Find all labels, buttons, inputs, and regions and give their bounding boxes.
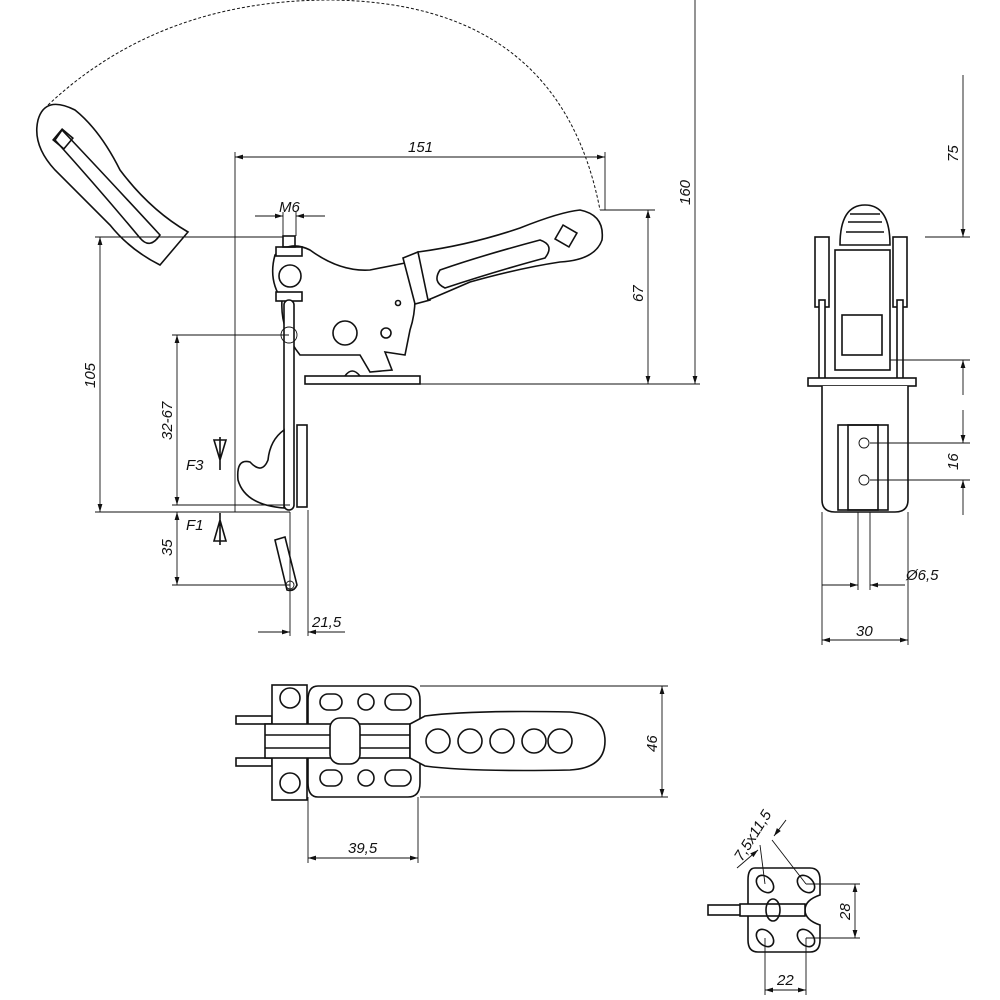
dim-21-5: 21,5 [311,614,342,631]
dim-hole-diameter: Ø6,5 [905,567,939,584]
force-arrow-down [212,437,228,470]
dim-160: 160 [677,179,694,205]
dim-46: 46 [644,735,661,752]
raised-handle [36,103,190,266]
spindle-open-position [274,535,298,592]
pivot-pin [278,264,302,288]
dim-m6: M6 [279,199,300,216]
spindle [283,299,295,511]
dim-39-5: 39,5 [348,840,378,857]
dimensions-top [307,685,668,863]
nut-top [275,246,303,257]
dimensions-detail [736,819,860,995]
base-plate [304,375,421,385]
dim-slot-size: 7,5x11,5 [731,807,776,864]
top-handle [409,710,606,772]
dimensions-front [821,75,970,645]
dim-105: 105 [82,362,99,388]
handle-swing-arc [47,0,601,211]
force-f3-label: F3 [186,457,204,474]
dim-30: 30 [856,623,873,640]
dim-22: 22 [776,972,794,989]
base-hole-detail: 7,5x11,5 28 22 [707,807,860,995]
dim-75: 75 [945,145,962,162]
handle [402,209,604,305]
front-view: 75 16 Ø6,5 30 [807,75,970,645]
hook [236,428,285,509]
front-base [807,377,917,387]
dim-32-67: 32-67 [159,401,176,440]
top-view: 46 39,5 [235,684,668,863]
dim-16: 16 [945,453,962,470]
dim-28: 28 [837,903,854,921]
dimensions-side [95,0,700,636]
dim-35: 35 [159,539,176,556]
dim-151: 151 [408,139,433,156]
dim-67: 67 [630,285,647,302]
side-view: 151 M6 160 67 105 32-67 F3 F1 35 21,5 [36,0,700,636]
force-arrow-up [212,513,228,545]
force-f1-label: F1 [186,517,204,534]
